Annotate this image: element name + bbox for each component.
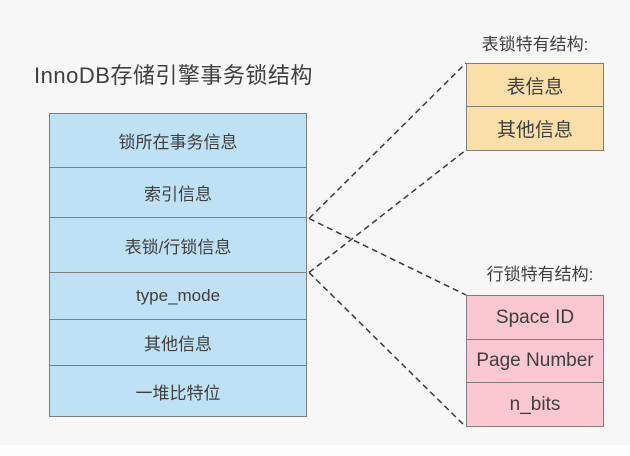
lock-structure-row-other-info: 其他信息 bbox=[50, 320, 306, 366]
row-lock-structure-label: 行锁特有结构: bbox=[486, 265, 594, 284]
lock-structure-row-bits: 一堆比特位 bbox=[135, 383, 221, 403]
dashed-connector-to-table-lock-top bbox=[308, 62, 467, 220]
lock-structure-row-index-info: 索引信息 bbox=[50, 168, 306, 218]
table-lock-structure-table: 表信息 其他信息 bbox=[466, 63, 604, 151]
lock-structure-row-type-mode: type_mode bbox=[50, 273, 306, 320]
dashed-connector-to-row-lock-bottom bbox=[308, 271, 467, 428]
lock-structure-row-transaction-info: 锁所在事务信息 bbox=[50, 114, 306, 168]
row-lock-structure-table: Space ID Page Number n_bits bbox=[466, 295, 604, 427]
row-lock-row-n-bits: n_bits bbox=[509, 393, 561, 415]
row-lock-row-space-id: Space ID bbox=[467, 296, 603, 340]
dashed-connector-to-table-lock-bottom bbox=[308, 149, 467, 274]
lock-structure-row-table-row-lock-info: 表锁/行锁信息 bbox=[50, 218, 306, 273]
dashed-connector-to-row-lock-top bbox=[308, 217, 467, 296]
table-lock-row-other-info: 其他信息 bbox=[496, 120, 573, 141]
lock-structure-table: 锁所在事务信息 索引信息 表锁/行锁信息 type_mode 其他信息 一堆比特… bbox=[49, 113, 307, 417]
diagram-title: InnoDB存储引擎事务锁结构 bbox=[34, 63, 313, 88]
row-lock-row-page-number: Page Number bbox=[467, 340, 603, 383]
bottom-strip bbox=[0, 445, 630, 456]
table-lock-structure-label: 表锁特有结构: bbox=[481, 35, 589, 54]
table-lock-row-table-info: 表信息 bbox=[467, 64, 603, 107]
